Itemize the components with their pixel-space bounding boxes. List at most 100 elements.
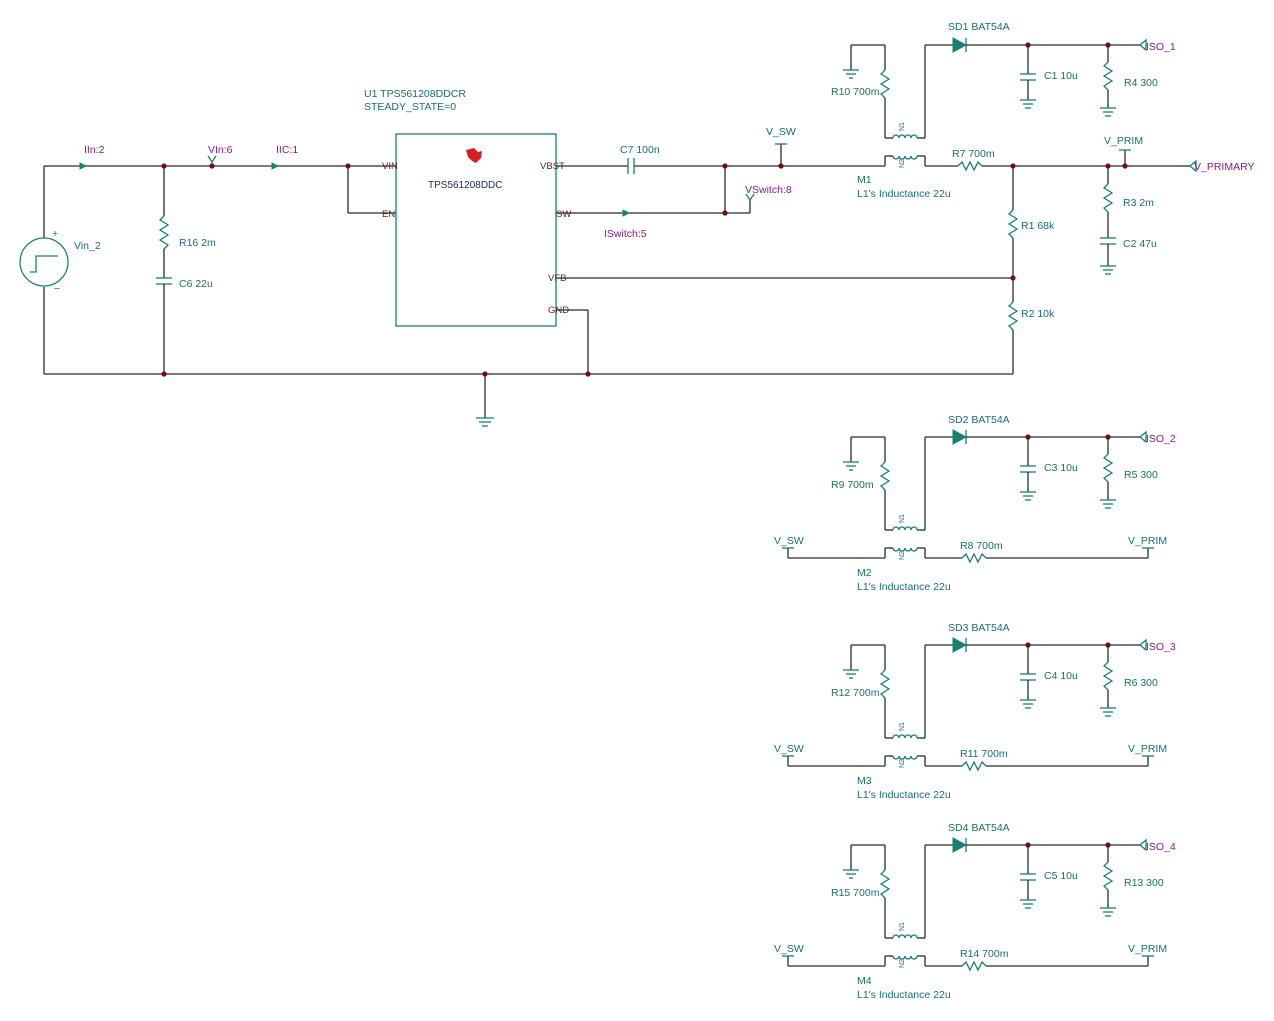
c2-label: C2 47u: [1123, 238, 1157, 250]
c3-label: C3 10u: [1044, 462, 1078, 474]
svg-text:−: −: [54, 283, 60, 295]
ic-ref-label: U1 TPS561208DDCR: [364, 88, 466, 100]
r10-label: R10 700m: [831, 86, 880, 98]
r7-label: R7 700m: [952, 148, 995, 160]
current-probe-iic-icon: [271, 162, 280, 170]
resistor-r16[interactable]: [158, 215, 170, 250]
winding-n1: N1: [899, 514, 906, 523]
resistor-r11[interactable]: [961, 760, 987, 772]
resistor-r15[interactable]: [879, 869, 891, 899]
transformer-m4[interactable]: [892, 934, 918, 939]
resistor-r10[interactable]: [879, 69, 891, 99]
m4-label: M4: [857, 975, 872, 987]
port-v-primary: V_PRIMARY: [1194, 161, 1255, 173]
iso-stage-2: R9 700m N1 N2 V_SW V_PRIM R8 700m M2 L1'…: [774, 414, 1176, 593]
resistor-r5[interactable]: [1102, 453, 1114, 483]
pin-en: EN: [382, 209, 395, 220]
m3-label: M3: [857, 775, 872, 787]
pin-vbst: VBST: [540, 161, 565, 172]
resistor-r9[interactable]: [879, 461, 891, 491]
voltage-probe-vswitch-icon: [745, 193, 755, 202]
r6-label: R6 300: [1124, 677, 1158, 689]
iso-stage-4: R15 700m N1 N2 V_SW V_PRIM R14 700m M4 L…: [774, 822, 1176, 1001]
ic-body-name: TPS561208DDC: [428, 180, 502, 191]
resistor-r4[interactable]: [1102, 61, 1114, 91]
current-probe-iin-icon: [79, 162, 88, 170]
resistor-r3[interactable]: [1102, 183, 1114, 213]
winding-n1: N1: [899, 722, 906, 731]
c6-label: C6 22u: [179, 278, 213, 290]
r9-label: R9 700m: [831, 479, 874, 491]
resistor-r8[interactable]: [961, 552, 987, 564]
sd4-label: SD4 BAT54A: [948, 822, 1010, 834]
resistor-r2[interactable]: [1007, 301, 1019, 331]
transformer-m1[interactable]: [892, 134, 918, 139]
c1-label: C1 10u: [1044, 70, 1078, 82]
winding-n1: N1: [899, 122, 906, 131]
ti-logo-icon: [466, 148, 482, 163]
pin-vin: VIN: [382, 161, 398, 172]
net-v-sw-4: V_SW: [774, 943, 804, 955]
net-v-prim-3: V_PRIM: [1128, 743, 1167, 755]
probe-iswitch: ISwitch:5: [604, 228, 647, 240]
r2-label: R2 10k: [1021, 308, 1055, 320]
m1-inductance: L1's Inductance 22u: [857, 188, 951, 200]
c4-label: C4 10u: [1044, 670, 1078, 682]
resistor-r14[interactable]: [961, 960, 987, 972]
winding-n1: N1: [899, 922, 906, 931]
resistor-r7[interactable]: [957, 160, 983, 172]
iso-stage-1: R10 700m N1 N2 M1 L1's Inductance 22u SD…: [831, 21, 1176, 200]
net-v-sw-3: V_SW: [774, 743, 804, 755]
r4-label: R4 300: [1124, 77, 1158, 89]
resistor-r12[interactable]: [879, 669, 891, 699]
net-v-prim-main: V_PRIM: [1104, 135, 1143, 147]
r13-label: R13 300: [1124, 877, 1164, 889]
m3-inductance: L1's Inductance 22u: [857, 789, 951, 801]
net-v-prim-2: V_PRIM: [1128, 535, 1167, 547]
port-iso-3: ISO_3: [1146, 641, 1176, 653]
ic-param-label: STEADY_STATE=0: [364, 101, 456, 113]
r11-label: R11 700m: [960, 748, 1008, 760]
r3-label: R3 2m: [1123, 197, 1154, 209]
transformer-m2[interactable]: [892, 526, 918, 531]
probe-vin: VIn:6: [208, 144, 233, 156]
port-iso-1: ISO_1: [1146, 41, 1176, 53]
iso-stage-3: R12 700m N1 N2 V_SW V_PRIM R11 700m M3 L…: [774, 622, 1176, 801]
r16-label: R16 2m: [179, 237, 216, 249]
resistor-r6[interactable]: [1102, 661, 1114, 691]
port-iso-2: ISO_2: [1146, 433, 1176, 445]
diode-sd3-icon[interactable]: [952, 637, 968, 653]
winding-n2: N2: [899, 759, 906, 768]
winding-n2: N2: [899, 959, 906, 968]
pin-sw: SW: [556, 209, 571, 220]
voltage-source-vin2[interactable]: + −: [19, 166, 69, 374]
c7-label: C7 100n: [620, 144, 660, 156]
r14-label: R14 700m: [960, 948, 1009, 960]
resistor-r13[interactable]: [1102, 861, 1114, 891]
svg-text:+: +: [52, 228, 58, 240]
main-converter: + − Vin_2 IIn:2 VIn:6 IIC:1 R16 2m: [19, 88, 1255, 427]
sd3-label: SD3 BAT54A: [948, 622, 1010, 634]
diode-sd2-icon[interactable]: [952, 429, 968, 445]
r12-label: R12 700m: [831, 687, 880, 699]
ic-u1[interactable]: [395, 133, 557, 327]
net-v-sw-main: V_SW: [766, 126, 796, 138]
c5-label: C5 10u: [1044, 870, 1078, 882]
diode-sd4-icon[interactable]: [952, 837, 968, 853]
probe-vswitch: VSwitch:8: [745, 184, 792, 196]
r15-label: R15 700m: [831, 887, 880, 899]
r5-label: R5 300: [1124, 469, 1158, 481]
diode-sd1-icon[interactable]: [952, 37, 968, 53]
net-v-sw-2: V_SW: [774, 535, 804, 547]
port-v-primary-icon: [1189, 159, 1197, 173]
m2-inductance: L1's Inductance 22u: [857, 581, 951, 593]
transformer-m3[interactable]: [892, 734, 918, 739]
probe-iin: IIn:2: [84, 144, 105, 156]
m1-label: M1: [857, 174, 872, 186]
winding-n2: N2: [899, 159, 906, 168]
sd1-label: SD1 BAT54A: [948, 21, 1010, 33]
source-label: Vin_2: [74, 240, 101, 252]
m4-inductance: L1's Inductance 22u: [857, 989, 951, 1001]
sd2-label: SD2 BAT54A: [948, 414, 1010, 426]
resistor-r1[interactable]: [1007, 209, 1019, 239]
